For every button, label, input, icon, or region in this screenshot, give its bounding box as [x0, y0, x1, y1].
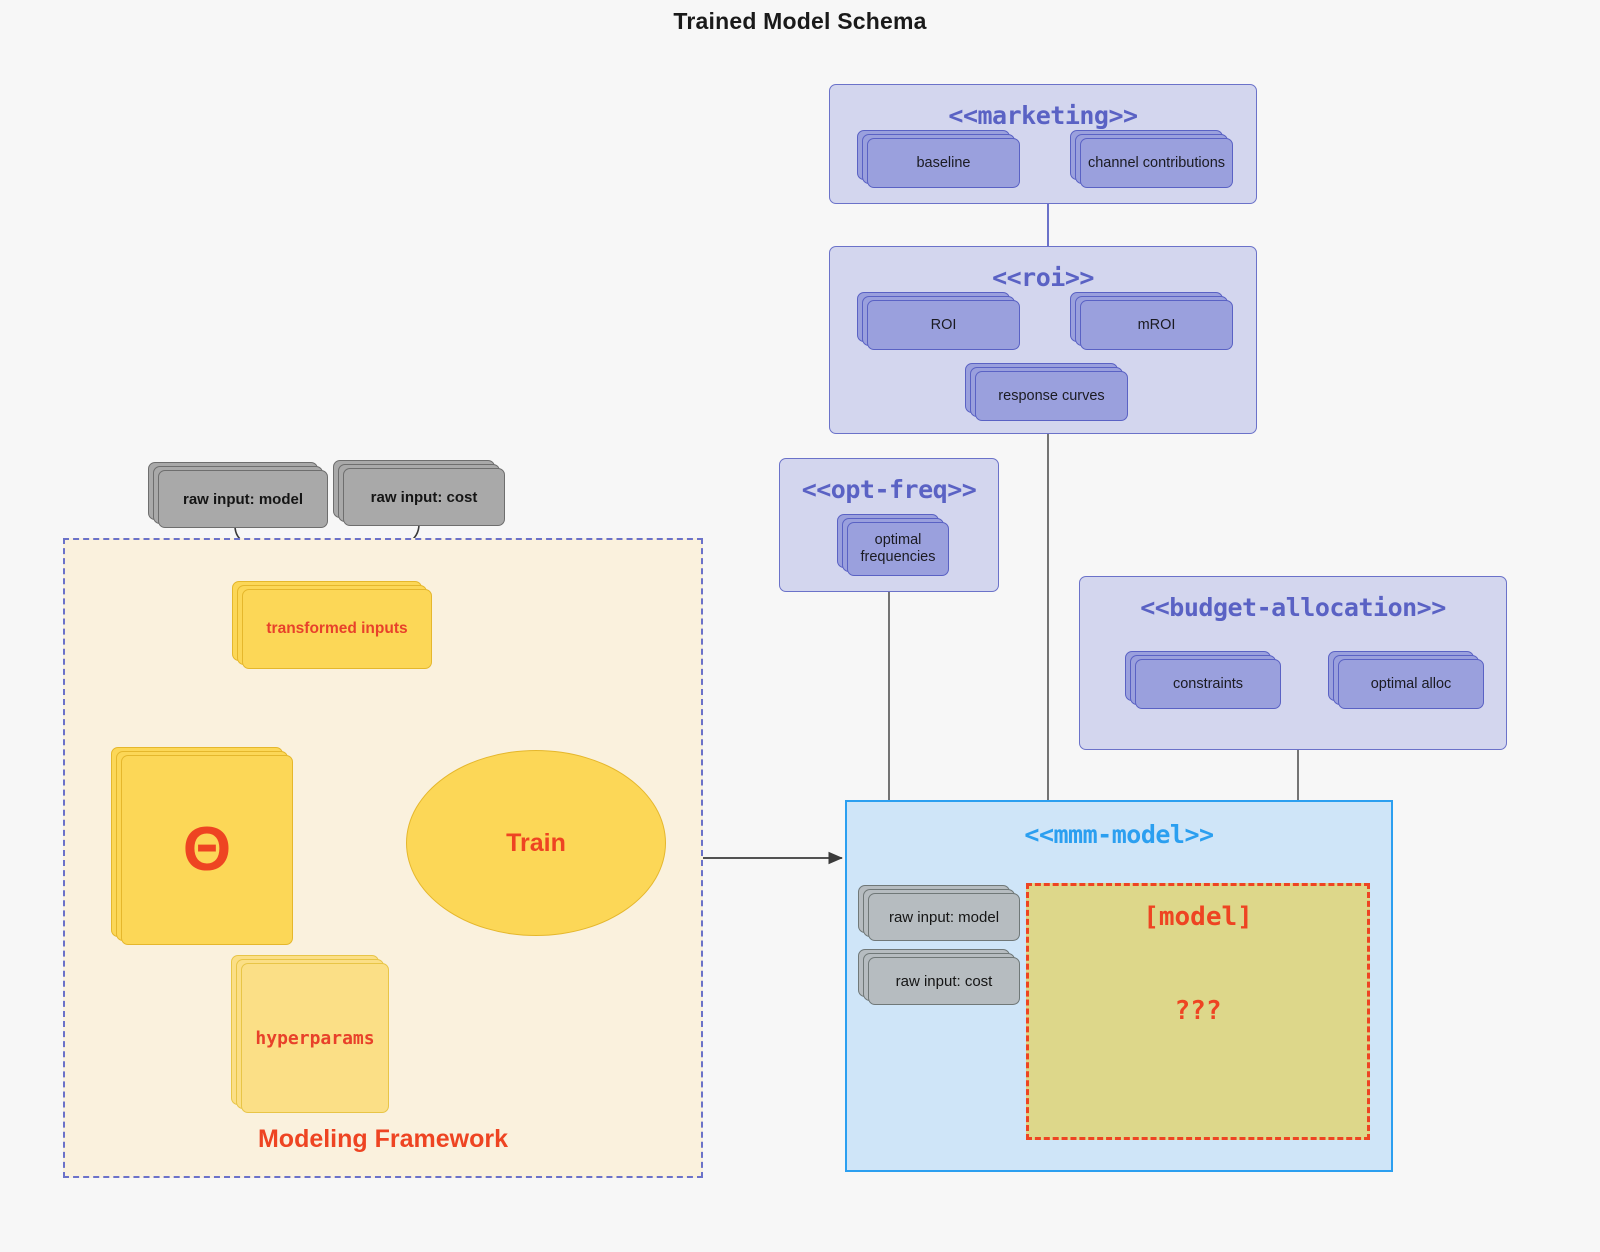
card-sheet-front [868, 893, 1020, 941]
card-sheet-front [1080, 300, 1233, 350]
package-mmm-model-title: <<mmm-model>> [1024, 820, 1214, 849]
node-response-curves[interactable]: response curves [965, 363, 1128, 421]
node-transformed-inputs[interactable]: transformed inputs [232, 581, 432, 669]
node-theta-label: Θ [182, 815, 232, 884]
card-sheet-front [867, 138, 1020, 188]
card-sheet-front [868, 957, 1020, 1005]
page-title: Trained Model Schema [673, 8, 927, 34]
node-channel-contributions-label: channel contributions [1087, 154, 1226, 171]
package-opt-freq-title: <<opt-freq>> [801, 475, 977, 504]
card-sheet-front [121, 755, 293, 945]
node-roi-label: ROI [930, 316, 957, 333]
model-placeholder-title: [model] [1143, 902, 1253, 932]
input-raw-cost[interactable]: raw input: cost [333, 460, 505, 526]
card-sheet-front [847, 522, 949, 576]
node-mmm-raw-input-cost[interactable]: raw input: cost [858, 949, 1020, 1005]
node-baseline-label: baseline [916, 154, 971, 171]
node-train[interactable]: Train [406, 750, 666, 936]
node-optimal-alloc[interactable]: optimal alloc [1328, 651, 1484, 709]
card-sheet-front [1338, 659, 1484, 709]
node-constraints[interactable]: constraints [1125, 651, 1281, 709]
node-mmm-raw-input-cost-label: raw input: cost [895, 972, 993, 990]
package-marketing-title: <<marketing>> [948, 101, 1138, 130]
card-sheet-front [1135, 659, 1281, 709]
node-optimal-frequencies[interactable]: optimal frequencies [837, 514, 949, 576]
input-raw-model-label: raw input: model [183, 490, 303, 508]
card-sheet-front [241, 963, 389, 1113]
input-raw-cost-label: raw input: cost [370, 488, 478, 506]
node-mroi-label: mROI [1137, 316, 1176, 333]
node-theta[interactable]: Θ [111, 747, 293, 945]
node-response-curves-label: response curves [998, 387, 1105, 404]
node-channel-contributions[interactable]: channel contributions [1070, 130, 1233, 188]
node-mroi[interactable]: mROI [1070, 292, 1233, 350]
node-constraints-label: constraints [1172, 675, 1244, 692]
card-sheet-front [867, 300, 1020, 350]
card-sheet-front [975, 371, 1128, 421]
node-optimal-frequencies-label: optimal frequencies [860, 532, 936, 565]
node-roi[interactable]: ROI [857, 292, 1020, 350]
package-roi-title: <<roi>> [992, 263, 1094, 292]
model-placeholder-box[interactable]: [model] ??? [1026, 883, 1370, 1140]
card-sheet-front [242, 589, 432, 669]
modeling-framework-label: Modeling Framework [257, 1125, 509, 1153]
node-hyperparams[interactable]: hyperparams [231, 955, 389, 1113]
card-sheet-front [1080, 138, 1233, 188]
model-placeholder-body: ??? [1174, 996, 1222, 1026]
input-raw-model[interactable]: raw input: model [148, 462, 328, 528]
node-hyperparams-label: hyperparams [255, 1027, 375, 1049]
node-optimal-alloc-label: optimal alloc [1370, 675, 1452, 692]
card-sheet-front [343, 468, 505, 526]
node-mmm-raw-input-model[interactable]: raw input: model [858, 885, 1020, 941]
node-mmm-raw-input-model-label: raw input: model [888, 908, 1000, 926]
node-transformed-inputs-label: transformed inputs [266, 620, 408, 637]
card-sheet-front [158, 470, 328, 528]
package-budget-allocation-title: <<budget-allocation>> [1140, 593, 1446, 622]
node-baseline[interactable]: baseline [857, 130, 1020, 188]
